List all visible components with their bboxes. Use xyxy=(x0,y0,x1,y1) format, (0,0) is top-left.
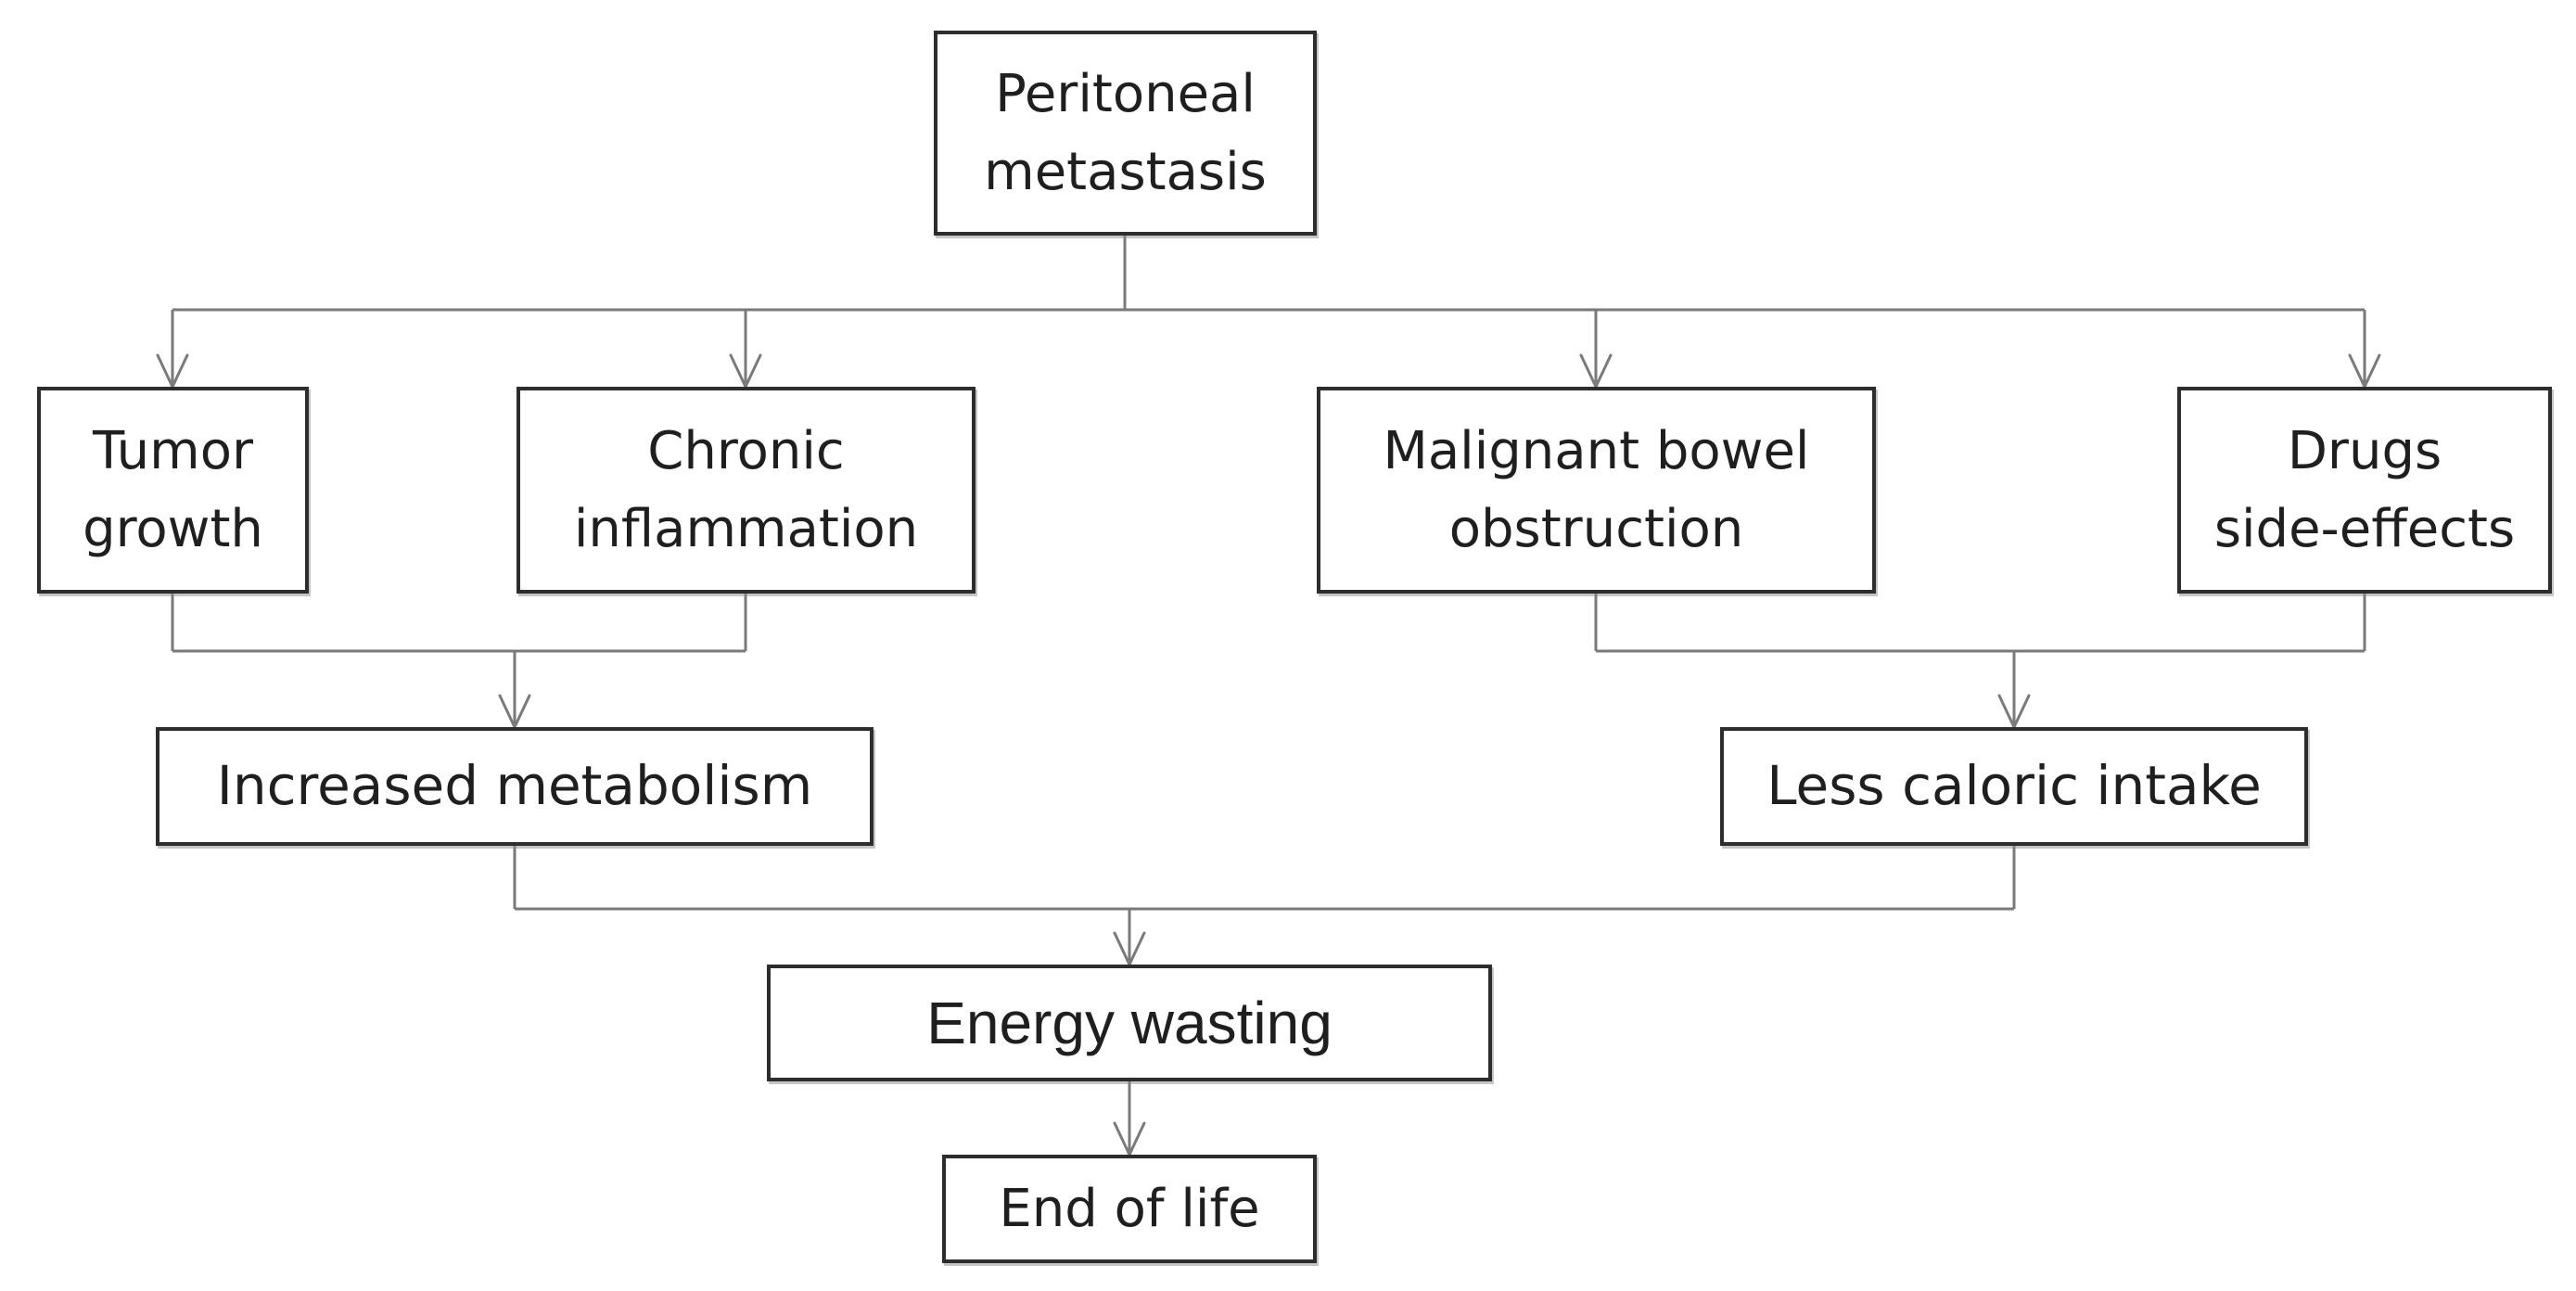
node-label: Drugs side-effects xyxy=(2213,420,2516,559)
edge-merge-to-increased-metabolism xyxy=(171,594,747,729)
node-end-of-life: End of life xyxy=(942,1155,1317,1263)
node-label: End of life xyxy=(999,1178,1260,1239)
node-chronic-inflammation: Chronic inflammation xyxy=(516,387,976,594)
node-label: Tumor growth xyxy=(83,420,263,559)
node-label: Less caloric intake xyxy=(1766,754,2262,818)
node-tumor-growth: Tumor growth xyxy=(37,387,309,594)
node-energy-wasting: Energy wasting xyxy=(767,965,1492,1081)
node-label: Chronic inflammation xyxy=(573,420,919,559)
edge-energy-to-end-of-life xyxy=(1113,1081,1146,1157)
node-label: Malignant bowel obstruction xyxy=(1383,420,1810,559)
node-label: Peritoneal metastasis xyxy=(984,63,1267,202)
edge-peritoneal-to-causes xyxy=(156,236,2381,389)
edge-merge-to-energy-wasting xyxy=(513,846,2016,966)
node-increased-metabolism: Increased metabolism xyxy=(156,727,874,846)
node-peritoneal-metastasis: Peritoneal metastasis xyxy=(934,31,1317,236)
node-label: Energy wasting xyxy=(926,989,1333,1056)
node-less-caloric-intake: Less caloric intake xyxy=(1720,727,2308,846)
node-drugs-side-effects: Drugs side-effects xyxy=(2177,387,2552,594)
node-label: Increased metabolism xyxy=(216,754,813,818)
node-malignant-bowel-obstruction: Malignant bowel obstruction xyxy=(1317,387,1876,594)
edge-merge-to-less-caloric-intake xyxy=(1594,594,2366,729)
